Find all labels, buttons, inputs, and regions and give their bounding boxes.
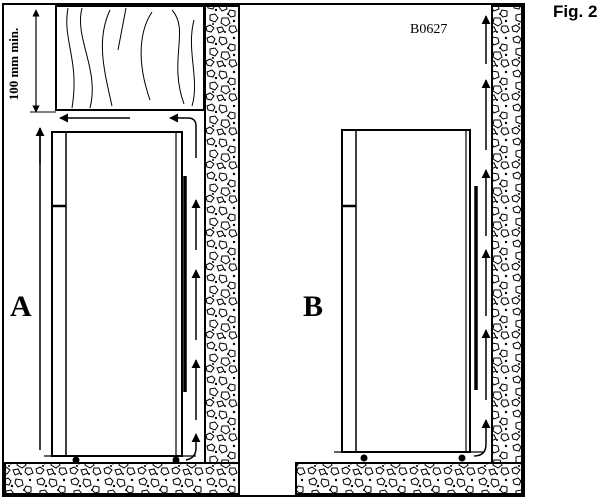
floor-a: [4, 462, 240, 495]
figure-frame: [2, 3, 525, 497]
fridge-a: [44, 131, 196, 464]
dimension-line: [30, 9, 56, 113]
fridge-b: [334, 129, 484, 462]
airflow-arrows-a: [35, 113, 201, 461]
airflow-arrows-b: [473, 15, 491, 457]
panel-letter-a: A: [10, 290, 32, 323]
panel-letter-b: B: [303, 290, 324, 323]
figure-code: B0627: [410, 22, 448, 37]
wall-b: [491, 5, 523, 465]
wall-cabinet: [55, 5, 205, 111]
figure-label: Fig. 2: [553, 2, 598, 21]
wall-a: [204, 5, 240, 465]
dimension-label: 100 mm min.: [6, 27, 21, 101]
floor-b: [295, 462, 523, 495]
